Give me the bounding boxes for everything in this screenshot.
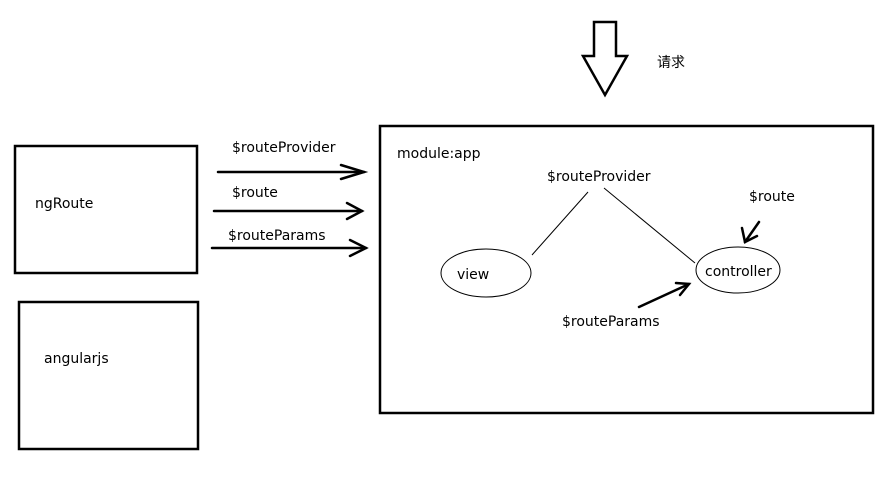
ngroute-box <box>13 144 199 275</box>
request-label: 请求 <box>657 55 685 71</box>
module-app-title: module:app <box>397 146 481 162</box>
arrow-route-label: $route <box>232 185 278 201</box>
arrow-route <box>212 201 365 221</box>
arrow-route-params-label: $routeParams <box>228 228 326 244</box>
provider-to-controller-line <box>603 187 696 264</box>
arrow-route-params <box>210 238 369 258</box>
module-route-provider-label: $routeProvider <box>547 169 651 185</box>
request-down-arrow-icon <box>580 20 630 98</box>
route-to-controller-arrow <box>740 220 761 244</box>
provider-to-view-line <box>531 191 589 256</box>
view-node <box>440 248 532 298</box>
route-params-to-controller-arrow <box>637 281 692 309</box>
view-label: view <box>457 267 489 283</box>
arrow-route-provider-label: $routeProvider <box>232 140 336 156</box>
module-route-label: $route <box>749 189 795 205</box>
ngroute-label: ngRoute <box>35 196 93 212</box>
controller-label: controller <box>705 264 772 280</box>
angularjs-label: angularjs <box>44 351 109 367</box>
controller-node <box>695 246 781 294</box>
arrow-route-provider <box>216 163 369 181</box>
angularjs-box <box>17 300 200 451</box>
module-route-params-label: $routeParams <box>562 314 660 330</box>
